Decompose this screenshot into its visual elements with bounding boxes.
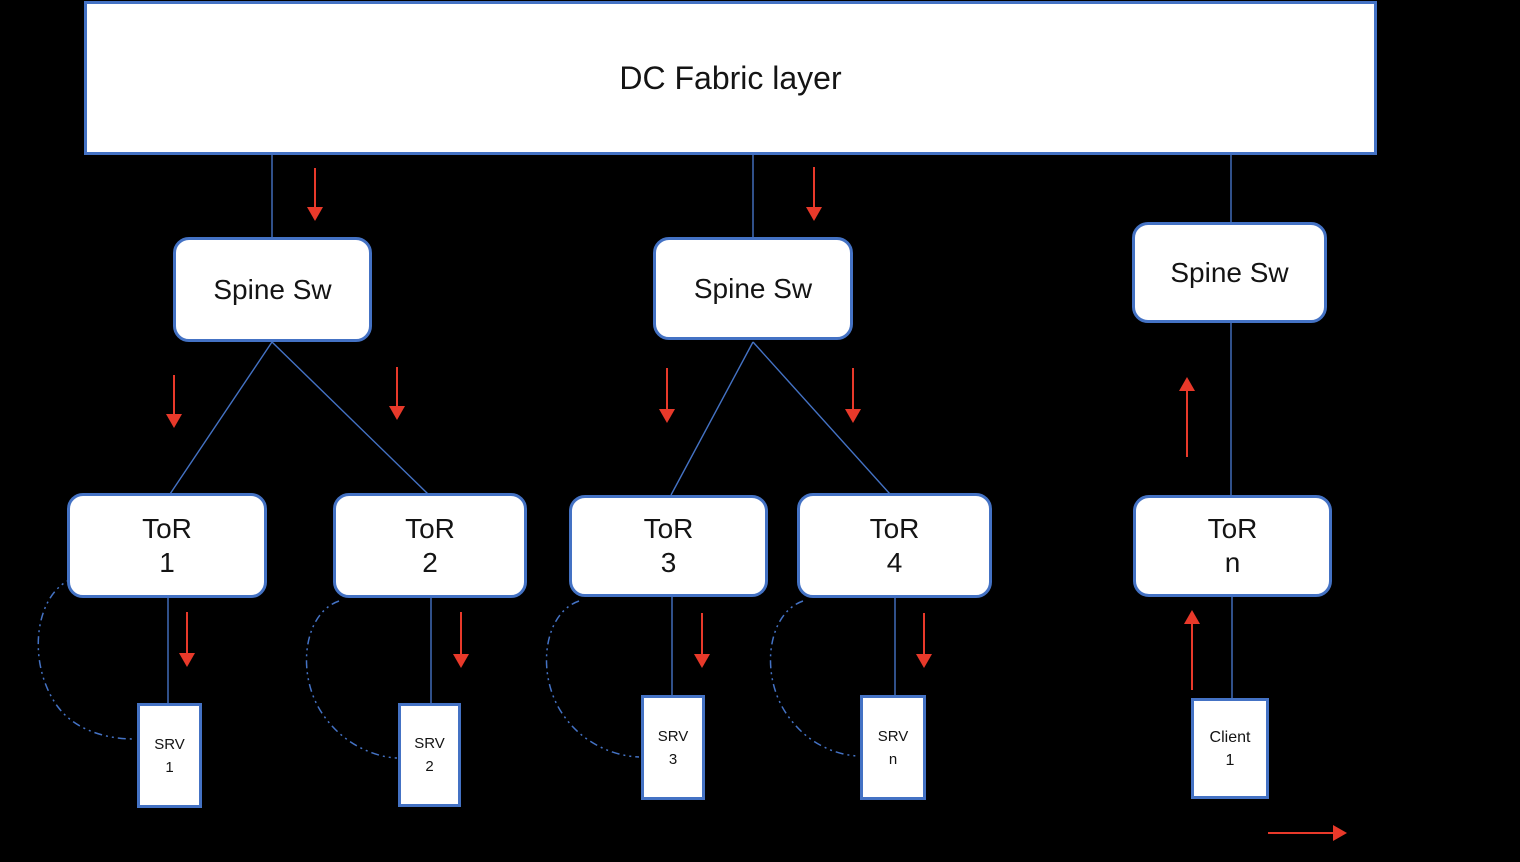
tor-switch-1: ToR 1 bbox=[67, 493, 267, 598]
tor-switch-3: ToR 3 bbox=[569, 495, 768, 597]
tor-switch-2-id: 2 bbox=[422, 546, 438, 578]
server-n-name: SRV bbox=[877, 727, 909, 745]
server-1-id: 1 bbox=[165, 758, 174, 776]
tor-switch-n-name: ToR bbox=[1207, 513, 1258, 544]
tor-switch-4-name: ToR bbox=[869, 512, 920, 544]
arrow-up-torn-spine3 bbox=[1179, 377, 1195, 457]
arrow-down-tor3-srv3 bbox=[694, 613, 710, 668]
connector-spine2-to-tor4 bbox=[752, 341, 891, 495]
server-1-name: SRV bbox=[154, 735, 185, 753]
arrow-down-tor4-srvn bbox=[916, 613, 932, 668]
arrow-down-tor2-srv2 bbox=[453, 612, 469, 668]
hairpin-arc-tor3-srv3 bbox=[545, 600, 640, 758]
server-3-id: 3 bbox=[668, 750, 678, 768]
server-2-id: 2 bbox=[425, 758, 434, 775]
tor-switch-3-name: ToR bbox=[643, 513, 694, 544]
connector-spine1-to-tor2 bbox=[271, 341, 429, 495]
tor-switch-2: ToR 2 bbox=[333, 493, 527, 598]
connector-spine2-to-tor3 bbox=[670, 341, 754, 496]
arrow-up-client1-torn bbox=[1184, 610, 1200, 690]
tor-switch-4-id: 4 bbox=[886, 546, 903, 578]
tor-switch-2-name: ToR bbox=[405, 512, 455, 544]
hairpin-arc-tor1-srv1 bbox=[37, 577, 135, 740]
server-n-id: n bbox=[888, 750, 898, 768]
spine-switch-1-label: Spine Sw bbox=[213, 273, 332, 305]
spine-switch-1: Spine Sw bbox=[173, 237, 372, 342]
arrow-right-bottom-legend bbox=[1268, 825, 1347, 841]
tor-switch-3-id: 3 bbox=[660, 547, 677, 578]
tor-switch-n: ToR n bbox=[1133, 495, 1332, 597]
arrow-down-spine1-tor2 bbox=[389, 367, 405, 420]
server-1: SRV 1 bbox=[137, 703, 202, 808]
hairpin-arc-tor4-srvn bbox=[769, 600, 859, 757]
server-2-name: SRV bbox=[414, 735, 445, 752]
arrow-down-tor1-srv1 bbox=[179, 612, 195, 667]
tor-switch-1-name: ToR bbox=[142, 512, 192, 544]
arrow-down-spine1-tor1 bbox=[166, 375, 182, 428]
tor-switch-n-id: n bbox=[1224, 547, 1241, 578]
dc-fabric-box: DC Fabric layer bbox=[84, 1, 1377, 155]
tor-switch-4: ToR 4 bbox=[797, 493, 992, 598]
arrow-down-spine2-tor3 bbox=[659, 368, 675, 423]
dc-fabric-label: DC Fabric layer bbox=[619, 59, 842, 96]
hairpin-arc-tor2-srv2 bbox=[305, 600, 398, 759]
arrow-down-fabric-spine2 bbox=[806, 167, 822, 221]
server-3: SRV 3 bbox=[641, 695, 705, 800]
arrow-down-spine2-tor4 bbox=[845, 368, 861, 423]
tor-switch-1-id: 1 bbox=[159, 546, 175, 578]
server-3-name: SRV bbox=[657, 727, 689, 745]
spine-switch-3: Spine Sw bbox=[1132, 222, 1327, 323]
spine-switch-2: Spine Sw bbox=[653, 237, 853, 340]
server-2: SRV 2 bbox=[398, 703, 461, 807]
client-1-name: Client bbox=[1209, 728, 1251, 746]
spine-switch-2-label: Spine Sw bbox=[693, 272, 813, 304]
connector-spine1-to-tor1 bbox=[169, 341, 273, 495]
spine-switch-3-label: Spine Sw bbox=[1170, 256, 1289, 288]
client-1-id: 1 bbox=[1225, 751, 1235, 769]
arrow-down-fabric-spine1 bbox=[307, 168, 323, 221]
client-1: Client 1 bbox=[1191, 698, 1269, 799]
server-n: SRV n bbox=[860, 695, 926, 800]
